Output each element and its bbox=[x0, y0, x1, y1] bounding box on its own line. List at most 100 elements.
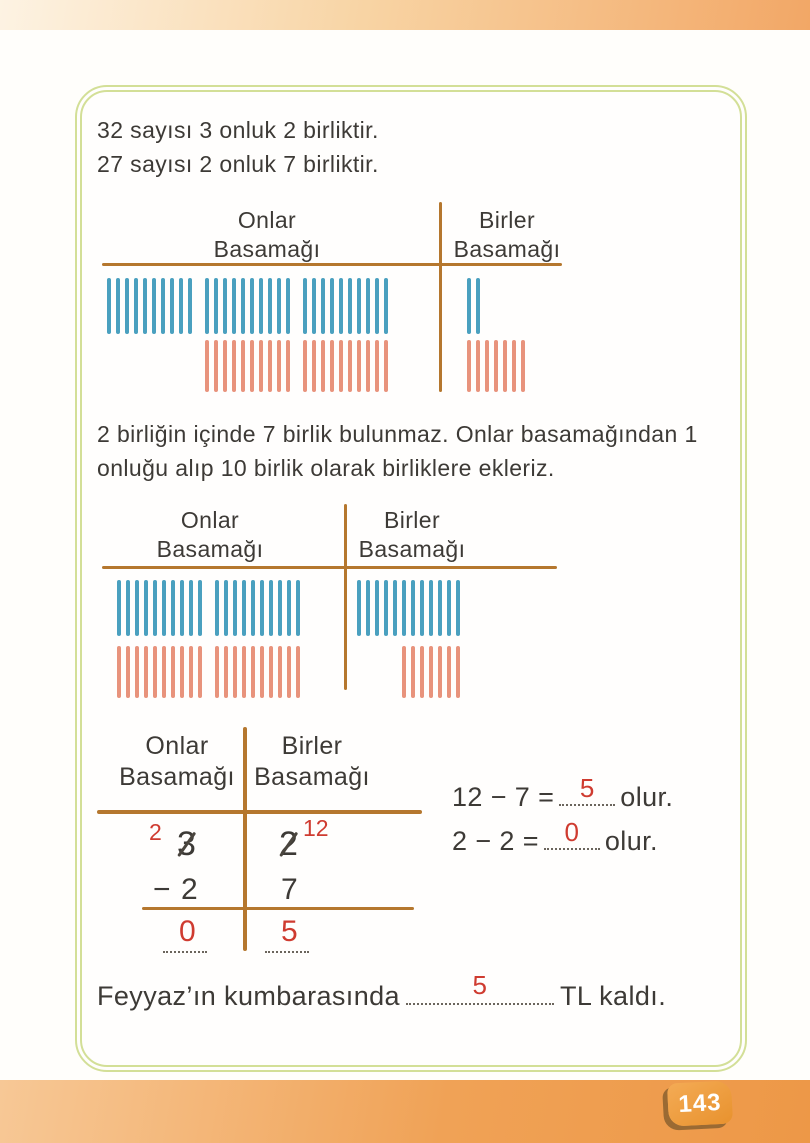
stick bbox=[180, 580, 184, 636]
stick bbox=[339, 278, 343, 334]
crossed-minuend-ones: 2 bbox=[279, 825, 298, 863]
intro-text: 32 sayısı 3 onluk 2 birliktir. 27 sayısı… bbox=[97, 113, 379, 181]
result-tens-blank[interactable] bbox=[163, 925, 207, 953]
stick bbox=[126, 646, 130, 698]
stick bbox=[269, 580, 273, 636]
conclusion-blank[interactable]: 5 bbox=[405, 970, 554, 1005]
stick bbox=[339, 340, 343, 392]
table-horizontal-line bbox=[97, 810, 422, 814]
stick bbox=[366, 580, 370, 636]
stick bbox=[447, 646, 451, 698]
table-vertical-divider bbox=[439, 202, 442, 392]
stick bbox=[296, 646, 300, 698]
borrow-digit-tens: 2 bbox=[149, 819, 162, 845]
table-vertical-divider bbox=[344, 504, 347, 690]
subtrahend-tens-sticks bbox=[205, 340, 388, 392]
stick bbox=[456, 580, 460, 636]
stick bbox=[312, 340, 316, 392]
stick bbox=[429, 646, 433, 698]
stick bbox=[171, 580, 175, 636]
stick bbox=[268, 340, 272, 392]
tens-column-header: Onlar Basamağı bbox=[213, 207, 321, 262]
answer-blank[interactable]: 0 bbox=[543, 817, 600, 850]
stick bbox=[144, 646, 148, 698]
stick bbox=[278, 646, 282, 698]
stick bbox=[384, 580, 388, 636]
stick-group-of-10 bbox=[205, 340, 290, 392]
stick bbox=[384, 340, 388, 392]
stick bbox=[375, 580, 379, 636]
stick bbox=[512, 340, 516, 392]
stick-group-of-10 bbox=[303, 278, 388, 334]
subtrahend-ones-sticks bbox=[402, 646, 460, 698]
stick bbox=[107, 278, 111, 334]
stick bbox=[286, 278, 290, 334]
stick bbox=[476, 278, 480, 334]
stick bbox=[420, 646, 424, 698]
stick bbox=[411, 646, 415, 698]
tens-column-header: Onlar Basamağı bbox=[156, 507, 264, 562]
subtraction-table: Onlar Basamağı Birler Basamağı 2 3 2 12 … bbox=[97, 725, 522, 970]
stick bbox=[296, 580, 300, 636]
stick bbox=[277, 278, 281, 334]
stick bbox=[286, 340, 290, 392]
stick bbox=[467, 278, 471, 334]
stick bbox=[143, 278, 147, 334]
stick bbox=[287, 580, 291, 636]
crossed-minuend-tens: 3 bbox=[177, 825, 196, 863]
stick bbox=[198, 646, 202, 698]
minus-sign: − bbox=[153, 873, 171, 906]
answer-digit: 0 bbox=[564, 817, 580, 847]
borrow-digit-ones: 12 bbox=[303, 815, 329, 841]
ones-column-header: Birler Basamağı bbox=[254, 732, 370, 791]
stick bbox=[232, 278, 236, 334]
stick bbox=[152, 278, 156, 334]
stick-group-of-10 bbox=[215, 580, 300, 636]
stick bbox=[233, 646, 237, 698]
stick bbox=[153, 580, 157, 636]
stick bbox=[357, 278, 361, 334]
top-decorative-band bbox=[0, 0, 810, 30]
stick bbox=[232, 340, 236, 392]
stick bbox=[375, 278, 379, 334]
table-horizontal-line bbox=[102, 566, 557, 569]
stick bbox=[242, 646, 246, 698]
stick bbox=[117, 646, 121, 698]
stick bbox=[259, 278, 263, 334]
explanation-text: 2 birliğin içinde 7 birlik bulunmaz. Onl… bbox=[97, 421, 698, 481]
stick bbox=[420, 580, 424, 636]
stick bbox=[189, 580, 193, 636]
place-value-table-2: Onlar Basamağı Birler Basamağı bbox=[102, 500, 572, 705]
stick bbox=[476, 340, 480, 392]
page-number: 143 bbox=[677, 1088, 723, 1118]
equation-suffix: olur. bbox=[604, 826, 658, 856]
page-number-badge: 143 bbox=[666, 1080, 734, 1127]
stick bbox=[214, 340, 218, 392]
ones-column-header: Birler Basamağı bbox=[358, 507, 466, 562]
stick bbox=[384, 278, 388, 334]
stick-group-of-10 bbox=[117, 646, 202, 698]
table-horizontal-line bbox=[102, 263, 562, 266]
stick bbox=[312, 278, 316, 334]
stick bbox=[215, 580, 219, 636]
stick bbox=[233, 580, 237, 636]
result-ones-digit: 5 bbox=[281, 915, 298, 948]
result-ones-blank[interactable] bbox=[265, 925, 309, 953]
stick bbox=[366, 278, 370, 334]
stick bbox=[411, 580, 415, 636]
stick bbox=[269, 646, 273, 698]
stick bbox=[260, 646, 264, 698]
answer-blank[interactable]: 5 bbox=[559, 773, 616, 806]
stick bbox=[125, 278, 129, 334]
stick bbox=[429, 580, 433, 636]
stick bbox=[260, 580, 264, 636]
equation-expression: 2 − 2 = bbox=[452, 826, 539, 856]
stick bbox=[321, 278, 325, 334]
result-tens-digit: 0 bbox=[179, 915, 196, 948]
stick bbox=[456, 646, 460, 698]
stick bbox=[485, 340, 489, 392]
